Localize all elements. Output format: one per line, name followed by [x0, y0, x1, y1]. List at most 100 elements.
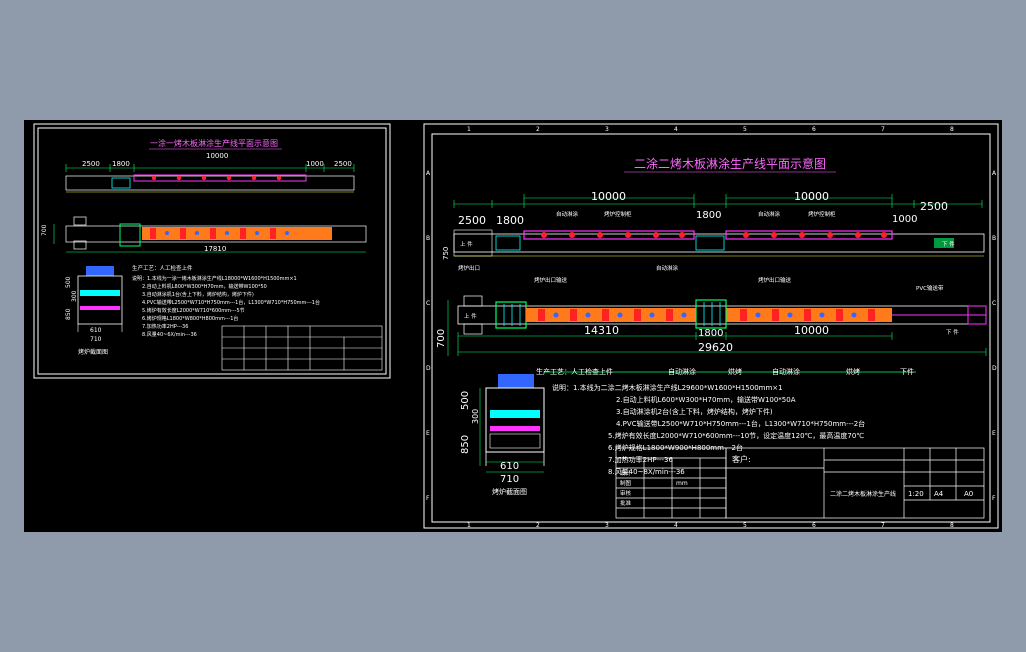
- svg-text:烤炉控制柜: 烤炉控制柜: [604, 210, 632, 218]
- svg-text:7: 7: [881, 126, 885, 133]
- left-section-dim-4: 610: [90, 327, 102, 334]
- right-upper-line: [453, 229, 985, 257]
- cad-canvas: 一涂一烤木板淋涂生产线平面示意图 2500 1800 10000 1000 2 5…: [24, 120, 1002, 532]
- svg-text:上 件: 上 件: [464, 312, 477, 320]
- svg-text:F: F: [992, 495, 996, 502]
- svg-text:1: 1: [467, 522, 471, 529]
- svg-text:7: 7: [881, 522, 885, 529]
- right-section-dim-5: 710: [500, 474, 519, 485]
- title-block-sheet: A0: [964, 490, 973, 498]
- svg-text:上 件: 上 件: [460, 240, 473, 248]
- svg-text:6: 6: [812, 126, 816, 133]
- right-note-2: 2.自动上料机L600*W300*H70mm，输送带W100*50A: [616, 395, 796, 404]
- svg-text:E: E: [426, 430, 430, 437]
- right-dim-top-2: 1800: [496, 214, 524, 227]
- svg-text:2: 2: [536, 126, 540, 133]
- right-flow-4: 烘烤: [846, 367, 860, 376]
- svg-text:D: D: [992, 365, 997, 372]
- left-note-8: 8.风量40~6X/min---36: [142, 331, 197, 338]
- svg-text:下 件: 下 件: [942, 240, 955, 248]
- right-note-6: 6.烤炉规格L1800*W900*H800mm---2台: [608, 443, 743, 452]
- right-col-numbers: 1 2 3 4 5 6 7 8 1 2 3 4 5 6 7 8: [467, 126, 954, 529]
- left-dim-side: 700: [41, 224, 48, 236]
- title-block-row-3: 审核: [620, 489, 632, 497]
- right-title-block: 客户: 二涂二烤木板淋涂生产线 mm 1:20 A4 A0 设计 制图 审核 批…: [615, 447, 985, 519]
- svg-text:E: E: [992, 430, 996, 437]
- left-dim-bottom: 17810: [204, 245, 226, 253]
- right-flow-3: 自动淋涂: [772, 367, 800, 376]
- svg-text:C: C: [992, 300, 996, 307]
- right-upper-note-2: 自动淋涂: [656, 264, 679, 272]
- right-dim-lower-2: 1800: [698, 328, 723, 339]
- right-dim-lower-1: 14310: [584, 324, 619, 337]
- right-section-dim-4: 610: [500, 461, 519, 472]
- svg-text:自动淋涂: 自动淋涂: [556, 210, 579, 218]
- right-note-8: 8.风量40~8X/min---36: [608, 468, 685, 476]
- right-section-dim-2: 300: [471, 409, 480, 424]
- title-block-row-1: 设计: [620, 469, 632, 477]
- left-note-7: 7.加热功率2HP---36: [142, 323, 188, 330]
- svg-text:A: A: [426, 170, 431, 177]
- right-note-7: 7.加热功率2HP---36: [608, 455, 673, 464]
- right-process-flow: 生产工艺：人工检查上件 自动淋涂 烘烤 自动淋涂 烘烤 下件: [536, 367, 916, 376]
- svg-text:8: 8: [950, 522, 954, 529]
- svg-text:1: 1: [467, 126, 471, 133]
- right-flow-1: 自动淋涂: [668, 367, 696, 376]
- svg-text:4: 4: [674, 126, 678, 133]
- svg-text:4: 4: [674, 522, 678, 529]
- left-title: 一涂一烤木板淋涂生产线平面示意图: [150, 138, 278, 148]
- left-title-block: [221, 325, 383, 371]
- right-dim-side: 700: [436, 329, 447, 348]
- svg-text:B: B: [992, 235, 996, 242]
- right-sheet: 1 2 3 4 5 6 7 8 1 2 3 4 5 6 7 8 A B C D …: [423, 123, 999, 529]
- svg-text:8: 8: [950, 126, 954, 133]
- title-block-unit: mm: [676, 480, 688, 487]
- right-lower-line: [457, 295, 987, 335]
- right-top-dim-lines: [453, 194, 983, 208]
- svg-text:A: A: [992, 170, 997, 177]
- left-section-dim-3: 850: [65, 308, 72, 320]
- svg-text:C: C: [426, 300, 430, 307]
- svg-text:自动淋涂: 自动淋涂: [758, 210, 781, 218]
- title-block-row-4: 批准: [620, 499, 632, 507]
- right-dim-top-3: 10000: [591, 190, 626, 203]
- right-flow-5: 下件: [900, 367, 914, 376]
- left-lower-line: [53, 216, 367, 253]
- title-block-paper: A4: [934, 490, 944, 498]
- svg-text:6: 6: [812, 522, 816, 529]
- right-dim-total: 29620: [698, 341, 733, 354]
- right-title: 二涂二烤木板淋涂生产线平面示意图: [634, 156, 826, 171]
- svg-text:F: F: [426, 495, 430, 502]
- right-flow-2: 烘烤: [728, 367, 742, 376]
- left-section-dim-2: 300: [71, 290, 78, 302]
- left-dim-top-2: 1800: [112, 160, 130, 168]
- right-note-4: 4.PVC输送带L2500*W710*H750mm---1台，L1300*W71…: [616, 419, 865, 428]
- right-dim-top-6: 1000: [892, 214, 917, 225]
- title-block-scale: 1:20: [908, 490, 924, 498]
- right-lower-label-b: 烤炉出口输送: [758, 276, 792, 284]
- right-upper-labels: 上 件 自动淋涂 烤炉控制柜 自动淋涂 烤炉控制柜 下 件: [460, 210, 955, 248]
- right-notes: 说明：1.本线为二涂二烤木板淋涂生产线L29600*W1600*H1500mm×…: [552, 383, 865, 476]
- svg-text:PVC输送带: PVC输送带: [916, 284, 944, 292]
- left-dim-top-1: 2500: [82, 160, 100, 168]
- svg-text:D: D: [426, 365, 431, 372]
- left-dim-top-3: 10000: [206, 152, 228, 160]
- right-section-dim-3: 850: [460, 435, 471, 454]
- right-lower-labels: 上 件 PVC输送带 下 件: [464, 284, 959, 336]
- svg-text:2: 2: [536, 522, 540, 529]
- right-row-letters: A B C D E F A B C D E F: [426, 170, 997, 502]
- right-section-label: 烤炉截面图: [492, 487, 527, 496]
- right-upper-note-1: 烤炉出口: [458, 264, 480, 272]
- svg-text:5: 5: [743, 522, 747, 529]
- title-block-drawing-name: 二涂二烤木板淋涂生产线: [830, 490, 896, 498]
- right-lower-label-a: 烤炉出口输送: [534, 276, 568, 284]
- right-dim-top-5: 10000: [794, 190, 829, 203]
- left-note-3: 3.自动淋涂机1台(含上下料，烤炉结构，烤炉下件): [142, 291, 254, 298]
- right-note-3: 3.自动淋涂机2台(含上下料，烤炉结构，烤炉下件): [616, 407, 773, 416]
- left-note-6: 6.烤炉规格L1800*W800*H800mm---1台: [142, 315, 238, 322]
- title-block-client: 客户:: [732, 454, 751, 464]
- svg-text:烤炉控制柜: 烤炉控制柜: [808, 210, 836, 218]
- svg-text:下 件: 下 件: [946, 328, 959, 336]
- left-dim-top-4: 1000: [306, 160, 324, 168]
- left-note-2: 2.自动上料机L800*W300*H70mm，输送带W100*50: [142, 283, 267, 290]
